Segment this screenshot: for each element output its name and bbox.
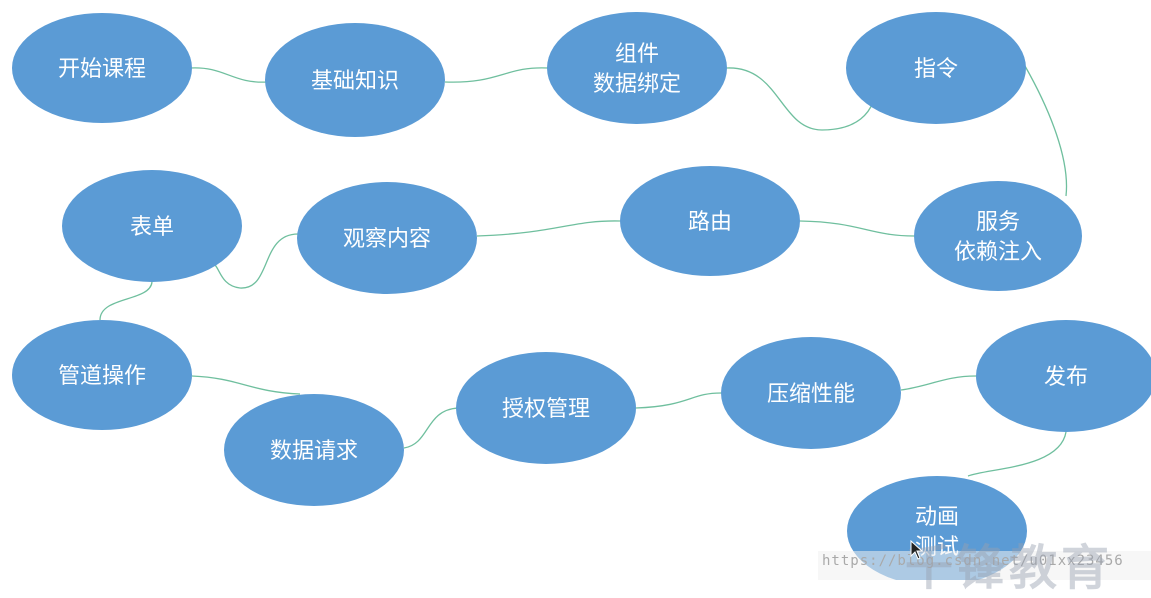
node-publish: 发布 — [976, 320, 1151, 432]
connector-forms-to-pipes — [99, 281, 153, 321]
node-label: 基础知识 — [311, 69, 399, 94]
node-ellipse — [620, 166, 800, 276]
connector-routing-to-observables — [476, 220, 621, 237]
node-label: 依赖注入 — [954, 240, 1042, 265]
node-ellipse — [12, 320, 192, 430]
node-label: 发布 — [1044, 365, 1088, 390]
node-label: 授权管理 — [502, 397, 590, 422]
node-ellipse — [547, 12, 727, 124]
node-label: 开始课程 — [58, 57, 146, 82]
connector-publish-to-animation-testing — [967, 431, 1067, 477]
cursor-icon — [910, 540, 924, 560]
node-label: 压缩性能 — [767, 382, 855, 407]
connector-compression-performance-to-publish — [900, 375, 977, 391]
connector-directives-to-services-di — [1024, 65, 1068, 197]
node-ellipse — [62, 170, 242, 282]
watermark-bar — [818, 551, 1151, 580]
node-ellipse — [297, 182, 477, 294]
node-label: 表单 — [130, 215, 174, 240]
node-compression-performance: 压缩性能 — [721, 337, 901, 449]
node-label: 数据请求 — [270, 439, 358, 464]
node-start-course: 开始课程 — [12, 13, 192, 123]
node-auth-management: 授权管理 — [456, 352, 636, 464]
connector-component-data-binding-to-directives — [726, 67, 874, 131]
node-ellipse — [12, 13, 192, 123]
node-ellipse — [265, 23, 445, 137]
connector-layer — [99, 65, 1068, 477]
node-ellipse — [914, 181, 1082, 291]
watermark-logo: 千锋教育 — [905, 540, 1114, 596]
node-label: 管道操作 — [58, 364, 146, 389]
node-label: 路由 — [688, 210, 732, 235]
watermark-url: https://blog.csdn.net/u01xx23456 — [822, 553, 1124, 569]
node-label: 观察内容 — [343, 227, 431, 252]
node-label: 服务 — [976, 210, 1020, 235]
connector-data-requests-to-auth-management — [403, 407, 459, 449]
node-ellipse — [721, 337, 901, 449]
connector-basic-knowledge-to-component-data-binding — [444, 67, 549, 83]
node-basic-knowledge: 基础知识 — [265, 23, 445, 137]
connector-observables-to-forms — [214, 233, 299, 289]
node-label: 数据绑定 — [593, 72, 681, 97]
connector-start-course-to-basic-knowledge — [189, 67, 269, 83]
node-data-requests: 数据请求 — [224, 394, 404, 506]
connector-auth-management-to-compression-performance — [635, 392, 722, 409]
node-pipes: 管道操作 — [12, 320, 192, 430]
node-label: 动画 — [915, 505, 959, 530]
connector-pipes-to-data-requests — [191, 375, 301, 395]
node-label: 组件 — [615, 42, 659, 67]
node-ellipse — [846, 12, 1026, 124]
node-routing: 路由 — [620, 166, 800, 276]
node-ellipse — [224, 394, 404, 506]
node-directives: 指令 — [846, 12, 1026, 124]
node-ellipse — [456, 352, 636, 464]
node-ellipse — [976, 320, 1151, 432]
connector-services-di-to-routing — [799, 220, 915, 237]
node-label: 指令 — [914, 57, 958, 82]
node-observables: 观察内容 — [297, 182, 477, 294]
node-forms: 表单 — [62, 170, 242, 282]
